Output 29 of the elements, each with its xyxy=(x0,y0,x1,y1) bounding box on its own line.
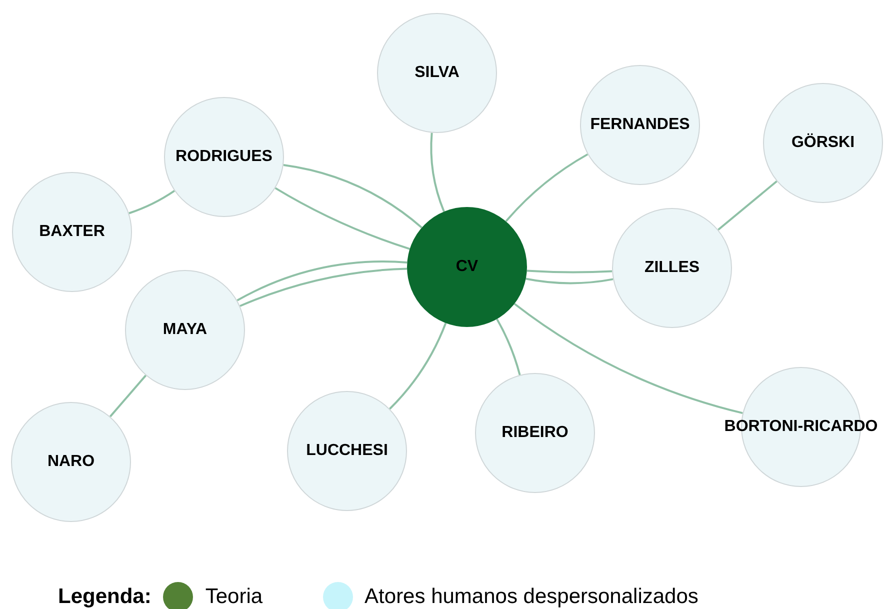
connector-line xyxy=(496,318,521,376)
connector-line xyxy=(514,302,743,414)
node-label: RIBEIRO xyxy=(502,424,568,442)
node-label: RODRIGUES xyxy=(176,148,272,166)
connector-line xyxy=(526,278,614,284)
node-label: BORTONI-RICARDO xyxy=(724,418,878,436)
connector-line xyxy=(236,260,408,302)
connector-line xyxy=(109,374,147,418)
connector-line xyxy=(505,153,588,222)
connector-line xyxy=(128,190,175,214)
node-label: BAXTER xyxy=(39,223,105,241)
connector-line xyxy=(718,180,778,230)
node-label: MAYA xyxy=(162,321,208,339)
connector-line xyxy=(240,268,408,307)
node-label: NARO xyxy=(47,453,95,471)
node-label: ZILLES xyxy=(644,259,700,277)
connector-line xyxy=(283,164,422,228)
legend-title: Legenda: xyxy=(58,585,152,609)
connector-line xyxy=(526,270,612,274)
node-label: LUCCHESI xyxy=(306,442,388,460)
node-label: CV xyxy=(456,258,478,276)
connector-line xyxy=(274,187,410,250)
node-label: GÖRSKI xyxy=(791,134,855,152)
connector-line xyxy=(389,322,447,410)
node-label: FERNANDES xyxy=(590,116,690,134)
legend-label: Atores humanos despersonalizados xyxy=(364,585,698,609)
legend-label: Teoria xyxy=(205,585,263,609)
connector-line xyxy=(430,132,445,212)
node-label: SILVA xyxy=(414,64,460,82)
